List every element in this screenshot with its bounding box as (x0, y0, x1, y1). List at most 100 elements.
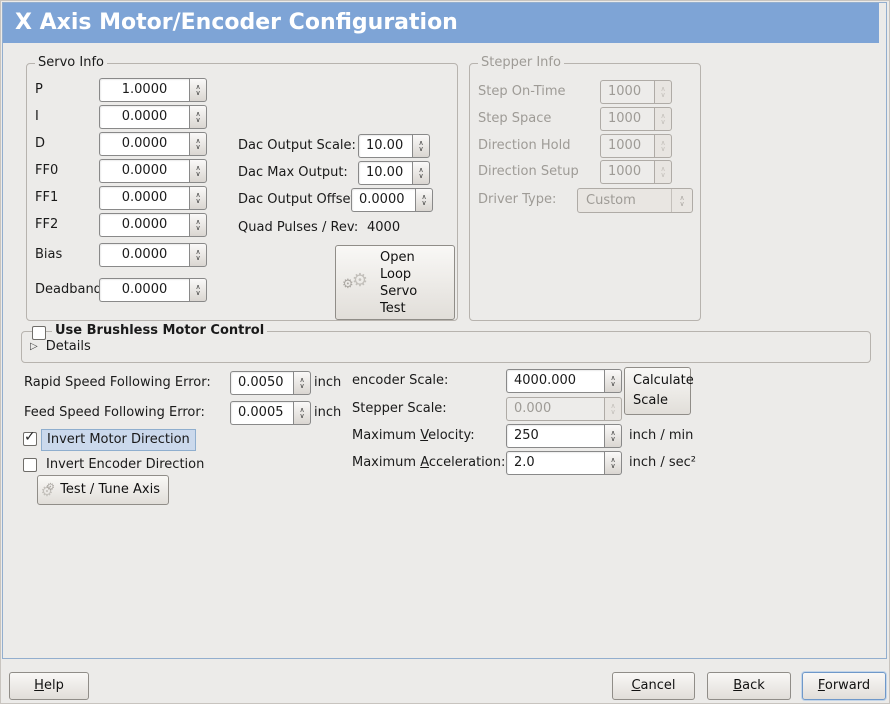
use-brushless-checkbox[interactable] (32, 326, 46, 340)
spin-down-icon[interactable]: ∨ (418, 145, 424, 153)
spin-up-icon[interactable]: ∧ (299, 406, 305, 414)
spin-up-icon[interactable]: ∧ (195, 110, 201, 118)
spin-down-icon[interactable]: ∨ (299, 412, 305, 420)
spin-down-icon[interactable]: ∨ (421, 199, 427, 207)
ff1-spinbox[interactable]: 0.0000 ∧∨ (99, 186, 207, 210)
i-spinbox[interactable]: 0.0000 ∧∨ (99, 105, 207, 129)
spin-down-icon: ∨ (610, 408, 616, 416)
use-brushless-label[interactable]: Use Brushless Motor Control (52, 323, 268, 339)
invert-encoder-direction-checkbox[interactable] (23, 458, 37, 472)
maximum-velocity-input[interactable]: 250 (506, 424, 604, 448)
spin-down-icon[interactable]: ∨ (418, 172, 424, 180)
help-button[interactable]: Help (9, 672, 89, 700)
expander-arrow-icon[interactable]: ▷ (30, 341, 38, 352)
spin-down-icon[interactable]: ∨ (195, 254, 201, 262)
dac-offset-spin-buttons[interactable]: ∧∨ (415, 188, 433, 212)
ff1-input[interactable]: 0.0000 (99, 186, 189, 210)
bias-spinbox[interactable]: 0.0000 ∧∨ (99, 243, 207, 267)
p-input[interactable]: 1.0000 (99, 78, 189, 102)
spin-down-icon[interactable]: ∨ (195, 89, 201, 97)
i-spin-buttons[interactable]: ∧∨ (189, 105, 207, 129)
forward-button[interactable]: Forward (802, 672, 886, 700)
p-spinbox[interactable]: 1.0000 ∧∨ (99, 78, 207, 102)
encoder-scale-spinbox[interactable]: 4000.000 ∧∨ (506, 369, 622, 393)
dac-output-offset-spinbox[interactable]: 0.0000 ∧∨ (351, 188, 433, 212)
invert-encoder-direction-label[interactable]: Invert Encoder Direction (46, 457, 205, 472)
ff0-spin-buttons[interactable]: ∧∨ (189, 159, 207, 183)
deadband-spinbox[interactable]: 0.0000 ∧∨ (99, 278, 207, 302)
spin-buttons[interactable]: ∧∨ (604, 451, 622, 475)
ff1-spin-buttons[interactable]: ∧∨ (189, 186, 207, 210)
spin-down-icon[interactable]: ∨ (299, 382, 305, 390)
spin-down-icon[interactable]: ∨ (195, 170, 201, 178)
spin-down-icon[interactable]: ∨ (610, 380, 616, 388)
spin-up-icon[interactable]: ∧ (418, 139, 424, 147)
dac-output-scale-spinbox[interactable]: 10.00 ∧∨ (358, 134, 430, 158)
spin-up-icon[interactable]: ∧ (195, 164, 201, 172)
bias-input[interactable]: 0.0000 (99, 243, 189, 267)
spin-up-icon[interactable]: ∧ (418, 166, 424, 174)
spin-up-icon[interactable]: ∧ (195, 248, 201, 256)
invert-motor-direction-label[interactable]: Invert Motor Direction (41, 429, 196, 451)
d-spin-buttons[interactable]: ∧∨ (189, 132, 207, 156)
deadband-spin-buttons[interactable]: ∧∨ (189, 278, 207, 302)
calculate-scale-button[interactable]: Calculate Scale (624, 367, 694, 415)
dac-max-output-spinbox[interactable]: 10.00 ∧∨ (358, 161, 430, 185)
rapid-following-error-input[interactable]: 0.0050 (230, 371, 293, 395)
spin-down-icon[interactable]: ∨ (195, 224, 201, 232)
feed-following-error-spinbox[interactable]: 0.0005 ∧∨ (230, 401, 311, 425)
spin-up-icon[interactable]: ∧ (195, 83, 201, 91)
spin-up-icon[interactable]: ∧ (610, 429, 616, 437)
spin-down-icon[interactable]: ∨ (195, 289, 201, 297)
maximum-acceleration-unit: inch / sec² (629, 455, 697, 470)
feed-following-error-input[interactable]: 0.0005 (230, 401, 293, 425)
spin-buttons[interactable]: ∧∨ (604, 424, 622, 448)
p-spin-buttons[interactable]: ∧∨ (189, 78, 207, 102)
dac-max-output-input[interactable]: 10.00 (358, 161, 412, 185)
d-input[interactable]: 0.0000 (99, 132, 189, 156)
bias-spin-buttons[interactable]: ∧∨ (189, 243, 207, 267)
ff2-spin-buttons[interactable]: ∧∨ (189, 213, 207, 237)
ff2-input[interactable]: 0.0000 (99, 213, 189, 237)
spin-down-icon[interactable]: ∨ (195, 143, 201, 151)
d-spinbox[interactable]: 0.0000 ∧∨ (99, 132, 207, 156)
spin-buttons[interactable]: ∧∨ (604, 369, 622, 393)
spin-up-icon[interactable]: ∧ (195, 218, 201, 226)
spin-up-icon[interactable]: ∧ (421, 193, 427, 201)
spin-up-icon[interactable]: ∧ (299, 376, 305, 384)
stepper-scale-input: 0.000 (506, 397, 604, 421)
maximum-velocity-spinbox[interactable]: 250 ∧∨ (506, 424, 622, 448)
spin-down-icon[interactable]: ∨ (195, 197, 201, 205)
spin-up-icon[interactable]: ∧ (610, 374, 616, 382)
ff2-spinbox[interactable]: 0.0000 ∧∨ (99, 213, 207, 237)
maximum-acceleration-input[interactable]: 2.0 (506, 451, 604, 475)
maximum-acceleration-spinbox[interactable]: 2.0 ∧∨ (506, 451, 622, 475)
dac-output-scale-input[interactable]: 10.00 (358, 134, 412, 158)
spin-up-icon[interactable]: ∧ (195, 191, 201, 199)
ff0-input[interactable]: 0.0000 (99, 159, 189, 183)
spin-up-icon[interactable]: ∧ (610, 456, 616, 464)
stepper-scale-label: Stepper Scale: (352, 401, 447, 416)
cancel-button[interactable]: Cancel (612, 672, 695, 700)
dac-output-offset-input[interactable]: 0.0000 (351, 188, 415, 212)
back-button[interactable]: Back (707, 672, 791, 700)
spin-up-icon[interactable]: ∧ (195, 283, 201, 291)
spin-down-icon[interactable]: ∨ (610, 435, 616, 443)
spin-buttons[interactable]: ∧∨ (293, 401, 311, 425)
details-label[interactable]: Details (45, 339, 91, 354)
deadband-input[interactable]: 0.0000 (99, 278, 189, 302)
details-expander[interactable]: ▷ Details (30, 338, 91, 356)
open-loop-servo-test-button[interactable]: ⚙⚙ Open Loop Servo Test (335, 245, 455, 320)
test-tune-axis-button[interactable]: ⚙⚙ Test / Tune Axis (37, 475, 169, 505)
spin-down-icon[interactable]: ∨ (610, 462, 616, 470)
invert-motor-direction-checkbox[interactable] (23, 429, 37, 446)
i-input[interactable]: 0.0000 (99, 105, 189, 129)
spin-down-icon[interactable]: ∨ (195, 116, 201, 124)
encoder-scale-input[interactable]: 4000.000 (506, 369, 604, 393)
spin-buttons[interactable]: ∧∨ (293, 371, 311, 395)
rapid-following-error-spinbox[interactable]: 0.0050 ∧∨ (230, 371, 311, 395)
spin-up-icon[interactable]: ∧ (195, 137, 201, 145)
dac-max-spin-buttons[interactable]: ∧∨ (412, 161, 430, 185)
dac-scale-spin-buttons[interactable]: ∧∨ (412, 134, 430, 158)
ff0-spinbox[interactable]: 0.0000 ∧∨ (99, 159, 207, 183)
